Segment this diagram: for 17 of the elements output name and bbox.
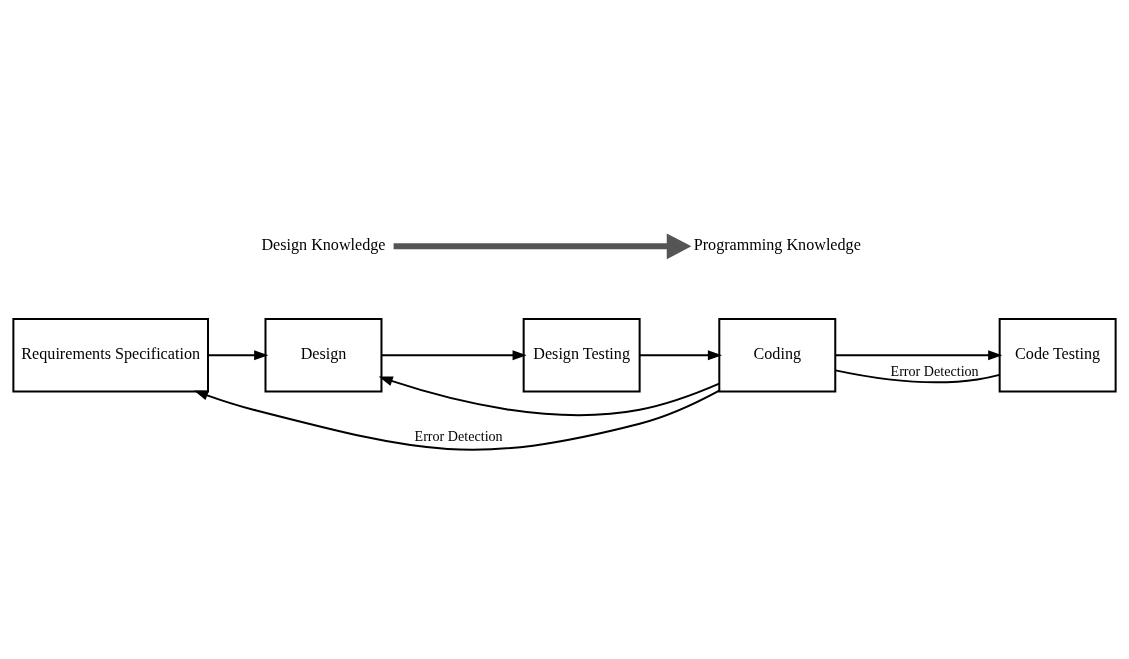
- node-text: Programming Knowledge: [693, 235, 861, 253]
- arrow: [193, 389, 720, 451]
- arrow: [381, 349, 527, 360]
- node-box: Code Testing: [998, 317, 1117, 393]
- node-box: Design: [264, 317, 383, 393]
- connector: [835, 368, 1000, 383]
- edge-label: Error Detection: [414, 427, 503, 444]
- node-text: Design Knowledge: [261, 235, 386, 253]
- arrow: [639, 349, 723, 360]
- node-box: Design Testing: [522, 317, 641, 393]
- arrow: [835, 349, 1003, 360]
- node-box: Coding: [718, 317, 837, 393]
- arrow: [208, 349, 269, 360]
- arrow: [378, 375, 720, 416]
- edge-label: Error Detection: [890, 362, 979, 379]
- node-box: Requirements Specification: [12, 317, 209, 393]
- arrow: [393, 232, 692, 259]
